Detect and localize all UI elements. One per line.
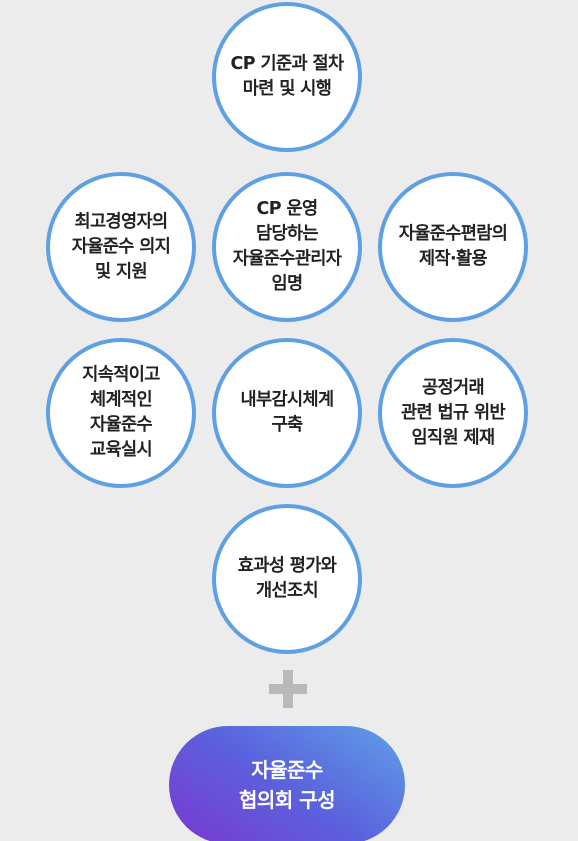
circle-compliance-manual: 자율준수편람의 제작·활용 <box>378 172 528 322</box>
circle-cp-standards: CP 기준과 절차 마련 및 시행 <box>212 2 362 152</box>
circle-line: 자율준수편람의 <box>398 224 508 244</box>
circle-effectiveness-review: 효과성 평가와 개선조치 <box>212 504 362 654</box>
circle-line: CP 운영 <box>256 199 319 219</box>
circle-line: 구축 <box>271 415 304 435</box>
circle-internal-audit: 내부감시체계 구축 <box>212 338 362 488</box>
circle-line: CP 기준과 절차 <box>230 54 345 74</box>
pill-line: 협의회 구성 <box>239 788 335 812</box>
circle-line: 공정거래 <box>422 377 485 398</box>
circle-line: 자율준수관리자 <box>232 249 342 269</box>
circle-line: 마련 및 시행 <box>242 79 332 99</box>
circle-compliance-education: 지속적이고 체계적인 자율준수 교육실시 <box>46 338 196 488</box>
plus-icon <box>269 670 307 708</box>
circle-line: 내부감시체계 <box>240 390 335 410</box>
circle-line: 담당하는 <box>256 224 319 244</box>
circle-line: 효과성 평가와 <box>237 556 337 576</box>
circle-line: 개선조치 <box>256 581 319 601</box>
circle-compliance-officer: CP 운영 담당하는 자율준수관리자 임명 <box>212 172 362 322</box>
circle-line: 자율준수 의지 <box>71 236 171 257</box>
circle-line: 자율준수 <box>90 415 153 435</box>
pill-line: 자율준수 <box>251 758 323 782</box>
compliance-council-pill: 자율준수 협의회 구성 <box>169 726 405 841</box>
circle-line: 지속적이고 <box>82 365 160 385</box>
circle-line: 체계적인 <box>90 390 153 410</box>
circle-line: 임직원 제재 <box>411 427 496 448</box>
circle-line: 최고경영자의 <box>74 211 169 232</box>
circle-sanctions: 공정거래 관련 법규 위반 임직원 제재 <box>378 338 528 488</box>
circle-line: 제작·활용 <box>418 249 488 269</box>
circle-line: 교육실시 <box>90 440 153 460</box>
circle-ceo-commitment: 최고경영자의 자율준수 의지 및 지원 <box>46 172 196 322</box>
circle-line: 임명 <box>271 274 304 294</box>
circle-line: 관련 법규 위반 <box>401 402 506 423</box>
circle-line: 및 지원 <box>95 261 148 282</box>
